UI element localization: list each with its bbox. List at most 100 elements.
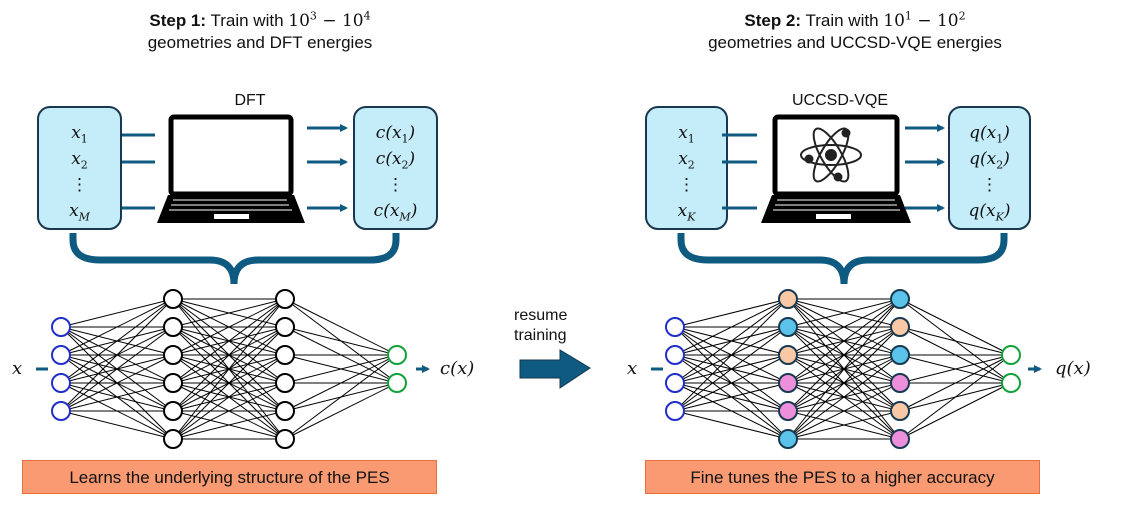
input-node <box>51 401 71 421</box>
resume-training-arrow-icon <box>519 349 591 389</box>
hidden-node <box>275 373 295 393</box>
hidden-node <box>778 401 798 421</box>
network-edge <box>172 326 286 384</box>
network-edge <box>787 326 901 356</box>
hidden-node <box>890 289 910 309</box>
network-edge <box>172 326 286 384</box>
network-edge <box>787 354 901 384</box>
screen-line: 0010010 <box>202 144 266 161</box>
network-edge <box>787 354 901 412</box>
hidden-node <box>778 289 798 309</box>
network-edge <box>60 326 174 356</box>
network-edge <box>172 298 286 412</box>
network-edge <box>674 382 789 412</box>
network-edge <box>674 410 789 440</box>
step2-banner: Fine tunes the PES to a higher accuracy <box>645 460 1040 494</box>
network-edge <box>284 326 398 356</box>
network-edge <box>787 298 901 440</box>
hidden-node <box>163 345 183 365</box>
network-edge <box>674 298 789 384</box>
step1-network-output-label: c(x) <box>440 358 475 379</box>
network-edge <box>284 298 398 356</box>
network-edge <box>787 382 901 440</box>
network-edge <box>284 326 398 384</box>
network-edge <box>60 354 174 384</box>
step1-title-bold: Step 1: <box>149 11 207 30</box>
network-edge <box>172 298 286 384</box>
network-edge <box>899 326 1012 384</box>
network-edge <box>787 354 901 440</box>
network-edge <box>172 298 286 328</box>
network-edge <box>172 354 286 412</box>
network-edge <box>787 298 901 384</box>
input-node <box>51 373 71 393</box>
network-edge <box>172 382 286 412</box>
input-item: x2 <box>678 149 695 172</box>
network-edge <box>60 326 174 440</box>
network-edge <box>674 354 789 384</box>
network-edge <box>60 382 174 412</box>
hidden-node <box>275 317 295 337</box>
network-edge <box>787 326 901 440</box>
network-edge <box>172 382 286 440</box>
hidden-node <box>778 429 798 449</box>
neural-network-step2 <box>665 289 1021 449</box>
network-edge <box>60 298 174 412</box>
network-edge <box>172 326 286 440</box>
output-item: q(xK) <box>968 201 1011 224</box>
hidden-node <box>778 373 798 393</box>
network-edge <box>284 354 398 440</box>
network-edge <box>60 326 174 412</box>
input-node <box>665 373 685 393</box>
step2-range: 101 − 102 <box>883 9 966 31</box>
network-edge <box>172 326 286 356</box>
network-edge <box>674 326 789 356</box>
hidden-node <box>778 345 798 365</box>
network-edge <box>899 298 1012 356</box>
network-edge <box>787 326 901 356</box>
network-edge <box>674 326 789 440</box>
network-edge <box>787 298 901 328</box>
hidden-node <box>275 429 295 449</box>
input-item: x1 <box>71 123 88 146</box>
step1-title-text: Train with <box>210 11 284 30</box>
step2-title-text: Train with <box>805 11 879 30</box>
input-node <box>665 345 685 365</box>
input-item: ⋮ <box>71 175 88 195</box>
output-item: c(x2) <box>375 149 416 172</box>
network-edge <box>787 298 901 356</box>
hidden-node <box>890 345 910 365</box>
network-edge <box>674 298 789 412</box>
input-item: xM <box>69 201 90 224</box>
network-edge <box>172 354 286 412</box>
network-edge <box>172 326 286 440</box>
output-node <box>1001 345 1021 365</box>
network-edge <box>674 326 789 384</box>
network-edge <box>787 298 901 412</box>
network-edge <box>284 382 398 440</box>
step1-banner: Learns the underlying structure of the P… <box>22 460 437 494</box>
output-node <box>387 345 407 365</box>
network-edge <box>284 382 398 412</box>
input-node <box>51 317 71 337</box>
network-edge <box>674 382 789 412</box>
network-edge <box>60 410 174 440</box>
network-edge <box>172 410 286 440</box>
network-edge <box>674 298 789 328</box>
input-node <box>665 401 685 421</box>
step1-output-box: c(x1) c(x2) ⋮ c(xM) <box>353 106 438 230</box>
network-edge <box>674 354 789 440</box>
network-edge <box>60 326 174 384</box>
atom-icon <box>800 127 862 183</box>
output-item: c(xM) <box>373 201 418 224</box>
network-edge <box>172 298 286 440</box>
hidden-node <box>163 289 183 309</box>
output-node <box>387 373 407 393</box>
step2-method-label: UCCSD-VQE <box>791 92 888 109</box>
network-edge <box>60 298 174 384</box>
step1-title: Step 1: Train with 103 − 104 geometries … <box>60 10 460 54</box>
network-edge <box>787 410 901 440</box>
network-edge <box>899 326 1012 356</box>
step2-input-box: x1 x2 ⋮ xK <box>645 106 728 230</box>
network-edge <box>787 298 901 328</box>
